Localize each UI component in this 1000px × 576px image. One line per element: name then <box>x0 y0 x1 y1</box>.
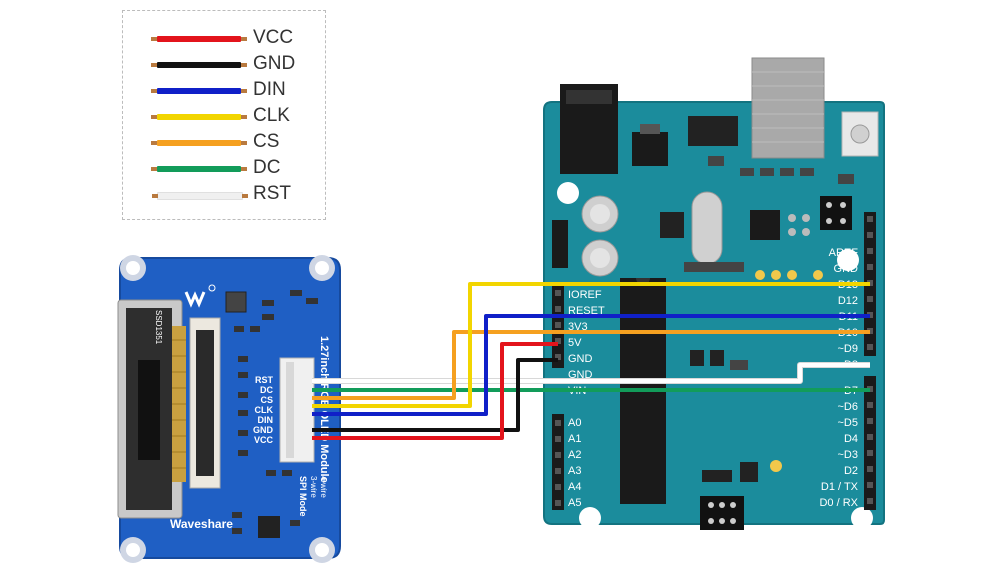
arduino-pin-d4: D4 <box>844 433 858 445</box>
module-pin-clk: CLK <box>255 405 274 415</box>
header-pin-hole <box>555 436 561 442</box>
analog-header <box>552 414 564 510</box>
arduino-pin-d5: ~D5 <box>838 417 859 429</box>
arduino-pin-a2: A2 <box>568 449 581 461</box>
module-pin-vcc: VCC <box>254 435 274 445</box>
oled-module: Waveshare RST DC CS CLK DIN GND <box>117 255 341 563</box>
arduino-pin-d6: ~D6 <box>838 401 859 413</box>
chip-label: SSD1351 <box>154 310 163 345</box>
usb-chip <box>750 210 780 240</box>
usb-connector <box>751 57 825 159</box>
legend-label-rst: RST <box>253 183 291 204</box>
icsp-header <box>820 196 852 230</box>
spi-mode-label: SPI Mode <box>298 476 308 517</box>
inductor <box>225 291 247 313</box>
header-pin-hole <box>555 322 561 328</box>
header-pin-hole <box>867 264 873 270</box>
header-pin-hole <box>867 232 873 238</box>
arduino-pin-a5: A5 <box>568 497 581 509</box>
module-pin-rst: RST <box>255 375 274 385</box>
waveshare-logo-icon <box>184 284 216 308</box>
header-pin-hole <box>867 482 873 488</box>
header-pin-hole <box>555 306 561 312</box>
arduino-pin-aref: AREF <box>829 247 859 259</box>
header-pin-hole <box>867 434 873 440</box>
header-pin-hole <box>867 344 873 350</box>
wire3-label: 3-wire <box>309 476 318 498</box>
legend-label-cs: CS <box>253 131 280 152</box>
wire-legend: VCC GND DIN CLK CS DC RST <box>122 10 326 220</box>
header-pin-hole <box>867 296 873 302</box>
header-pin-hole <box>555 420 561 426</box>
wire4-label: 4-wire <box>319 476 328 498</box>
digital-header-low <box>864 376 876 510</box>
arduino-pin-a0: A0 <box>568 417 581 429</box>
module-pin-cs: CS <box>260 395 273 405</box>
legend-wire-gnd <box>151 62 247 68</box>
icsp-header-bottom <box>700 496 744 530</box>
header-pin-hole <box>867 450 873 456</box>
arduino-pin-5v: 5V <box>568 337 582 349</box>
wire-gnd <box>312 358 558 432</box>
mount-hole <box>557 182 579 204</box>
header-pin-hole <box>555 468 561 474</box>
wire-din <box>312 314 870 416</box>
arduino-pin-a3: A3 <box>568 465 581 477</box>
wire-vcc <box>312 342 558 440</box>
header-pin-hole <box>867 248 873 254</box>
legend-wire-rst <box>152 192 248 200</box>
module-connector <box>279 357 315 463</box>
arduino-pin-d2: D2 <box>844 465 858 477</box>
arduino-pin-d9: ~D9 <box>838 343 859 355</box>
header-pin-hole <box>867 498 873 504</box>
legend-label-din: DIN <box>253 79 286 100</box>
legend-label-dc: DC <box>253 157 281 178</box>
brand-label: Waveshare <box>170 517 233 531</box>
legend-wire-dc <box>151 166 247 172</box>
arduino-pin-gnd1: GND <box>568 353 593 365</box>
header-pin-hole <box>555 354 561 360</box>
header-pin-hole <box>555 500 561 506</box>
legend-label-clk: CLK <box>253 105 290 126</box>
module-pin-gnd: GND <box>253 425 274 435</box>
header-pin-hole <box>867 418 873 424</box>
header-pin-hole <box>867 402 873 408</box>
arduino-pin-d1: D1 / TX <box>821 481 859 493</box>
arduino-pin-d12: D12 <box>838 295 858 307</box>
arduino-pin-d3: ~D3 <box>838 449 859 461</box>
module-title: 1.27inch RGB OLED Module <box>318 336 330 483</box>
wire-rst <box>312 363 870 383</box>
mount-hole <box>579 507 601 529</box>
legend-wire-clk <box>151 114 247 120</box>
header-pin-hole <box>555 290 561 296</box>
mount-hole <box>837 249 859 271</box>
header-pin-hole <box>867 466 873 472</box>
mount-hole <box>851 507 873 529</box>
wire-clk <box>312 282 870 408</box>
legend-wire-cs <box>151 140 247 146</box>
module-pin-dc: DC <box>260 385 273 395</box>
crystal <box>691 191 723 265</box>
module-chip <box>258 516 280 538</box>
legend-wire-vcc <box>151 36 247 42</box>
wires <box>312 282 870 440</box>
module-pin-din: DIN <box>258 415 274 425</box>
legend-label-gnd: GND <box>253 53 296 74</box>
arduino-pin-a1: A1 <box>568 433 581 445</box>
arduino-pin-a4: A4 <box>568 481 581 493</box>
legend-label-vcc: VCC <box>253 27 294 48</box>
header-pin-hole <box>867 216 873 222</box>
arduino-pin-ioref: IOREF <box>568 289 602 301</box>
arduino-pin-gnd-d: GND <box>834 263 859 275</box>
arduino-pin-d0: D0 / RX <box>819 497 858 509</box>
regulator-chip <box>688 116 738 146</box>
legend-wire-din <box>151 88 247 94</box>
wire-cs <box>312 330 870 400</box>
header-pin-hole <box>555 484 561 490</box>
arduino-board <box>543 57 885 530</box>
header-pin-hole <box>555 452 561 458</box>
header-pin-hole <box>555 338 561 344</box>
